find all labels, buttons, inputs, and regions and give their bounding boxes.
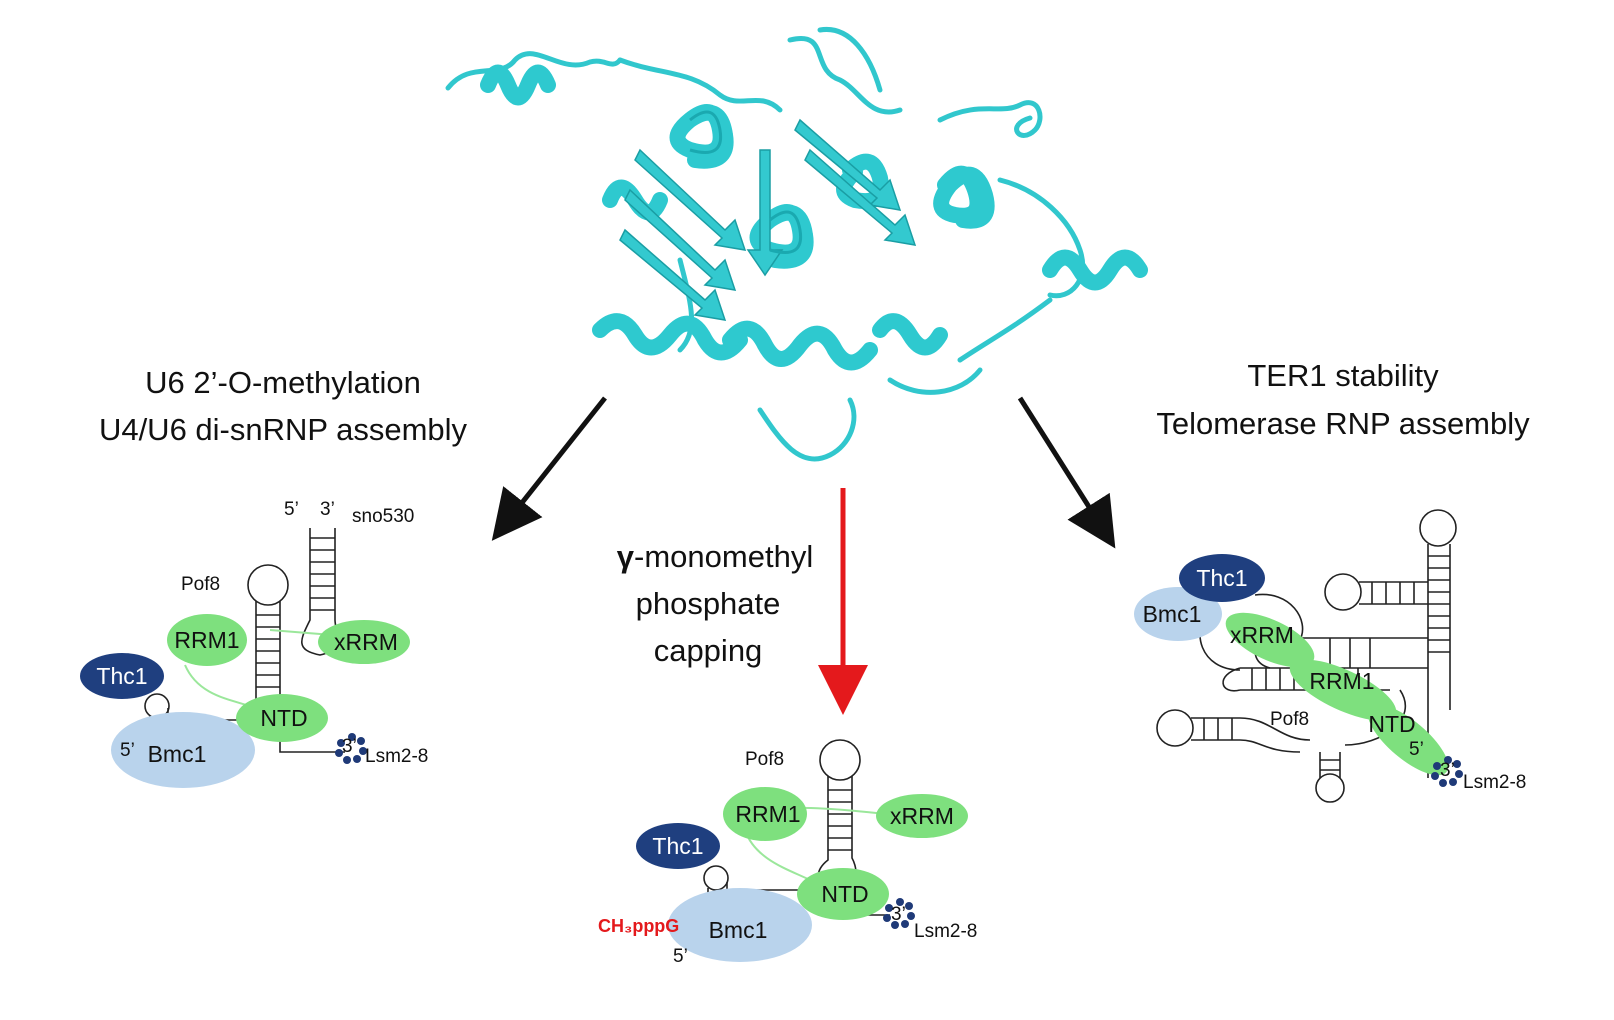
center-three-prime: 3’ bbox=[891, 904, 906, 925]
right-tall-stem-rungs bbox=[1428, 555, 1450, 653]
center-bmc1-domain bbox=[668, 888, 812, 962]
right-side-stem-rungs bbox=[1371, 582, 1415, 604]
left-five-prime: 5’ bbox=[120, 740, 135, 761]
center-panel-schematic: Pof8 RRM1 xRRM Thc1 NTD CH₃pppG Bmc1 5’ … bbox=[598, 739, 977, 967]
center-ntd-domain bbox=[797, 868, 889, 920]
left-panel-schematic: 5’ 3’ sno530 Pof8 RRM1 xRRM Thc1 NTD Bmc… bbox=[80, 499, 428, 788]
right-lsm-ring bbox=[1431, 756, 1463, 787]
right-ntd-domain bbox=[1367, 704, 1449, 776]
right-rrm1-domain bbox=[1289, 659, 1397, 721]
center-ntd-label: NTD bbox=[821, 881, 868, 907]
left-xrrm-domain bbox=[318, 620, 410, 664]
right-lsm-label: Lsm2-8 bbox=[1463, 772, 1526, 793]
right-rrm1-label: RRM1 bbox=[1309, 668, 1374, 694]
center-heading-line1: γ-monomethyl bbox=[617, 539, 813, 574]
center-xrrm-domain bbox=[876, 794, 968, 838]
left-lsm-ring bbox=[335, 733, 367, 764]
left-ntd-domain bbox=[236, 694, 328, 742]
center-heading-line1-text: -monomethyl bbox=[634, 539, 813, 574]
pof8-protein-structure bbox=[445, 26, 1148, 462]
left-thc1-label: Thc1 bbox=[96, 663, 147, 689]
center-heading-line2: phosphate bbox=[636, 586, 781, 621]
left-bmc1-domain bbox=[111, 712, 255, 788]
left-three-prime: 3’ bbox=[342, 736, 357, 757]
right-five-prime: 5’ bbox=[1409, 739, 1424, 760]
center-thc1-label: Thc1 bbox=[652, 833, 703, 859]
left-thc1-domain bbox=[80, 653, 164, 699]
right-panel-schematic: Thc1 Bmc1 xRRM RRM1 Pof8 NTD 5’ 3’ Lsm2-… bbox=[1134, 509, 1526, 803]
right-xrrm-label: xRRM bbox=[1230, 622, 1294, 648]
center-five-prime: 5’ bbox=[673, 946, 688, 967]
left-rna-name: sno530 bbox=[352, 506, 414, 527]
left-bmc1-label: Bmc1 bbox=[148, 741, 207, 767]
right-heading-line1: TER1 stability bbox=[1247, 358, 1439, 393]
center-cap-label: CH₃pppG bbox=[598, 916, 679, 936]
center-stem-rungs bbox=[828, 789, 852, 851]
left-rrm1-domain bbox=[167, 614, 247, 666]
center-protein-name: Pof8 bbox=[745, 749, 784, 770]
left-five-prime-top: 5’ bbox=[284, 499, 299, 520]
left-stem-rungs bbox=[310, 537, 335, 611]
right-xrrm-domain bbox=[1225, 612, 1315, 668]
right-upper-rungs bbox=[1329, 638, 1371, 668]
arrow-to-right-panel bbox=[1017, 396, 1116, 549]
left-heading-line1: U6 2’-O-methylation bbox=[145, 365, 421, 400]
center-rrm1-domain bbox=[723, 787, 807, 841]
left-three-prime-top: 3’ bbox=[320, 499, 335, 520]
right-thc1-domain bbox=[1179, 554, 1265, 602]
right-heading-line2: Telomerase RNP assembly bbox=[1156, 406, 1530, 441]
left-ntd-label: NTD bbox=[260, 705, 307, 731]
right-bmc1-label: Bmc1 bbox=[1143, 601, 1202, 627]
right-protein-name: Pof8 bbox=[1270, 709, 1309, 730]
right-bmc1-domain bbox=[1134, 587, 1222, 641]
left-hairpin-rungs bbox=[256, 614, 280, 700]
right-ntd-label: NTD bbox=[1368, 711, 1415, 737]
center-xrrm-label: xRRM bbox=[890, 803, 954, 829]
center-lsm-label: Lsm2-8 bbox=[914, 921, 977, 942]
arrow-to-left-panel bbox=[491, 396, 607, 541]
left-heading-line2: U4/U6 di-snRNP assembly bbox=[99, 412, 468, 447]
left-xrrm-label: xRRM bbox=[334, 629, 398, 655]
center-bmc1-label: Bmc1 bbox=[709, 917, 768, 943]
gamma-symbol: γ bbox=[617, 539, 635, 574]
right-left-stem-rungs bbox=[1203, 718, 1233, 740]
left-protein-name: Pof8 bbox=[181, 574, 220, 595]
center-heading-line3: capping bbox=[654, 633, 763, 668]
center-lsm-ring bbox=[883, 898, 915, 929]
right-three-prime: 3’ bbox=[1440, 760, 1455, 781]
right-thc1-label: Thc1 bbox=[1196, 565, 1247, 591]
center-thc1-domain bbox=[636, 823, 720, 869]
left-rrm1-label: RRM1 bbox=[174, 627, 239, 653]
center-rrm1-label: RRM1 bbox=[735, 801, 800, 827]
left-lsm-label: Lsm2-8 bbox=[365, 746, 428, 767]
